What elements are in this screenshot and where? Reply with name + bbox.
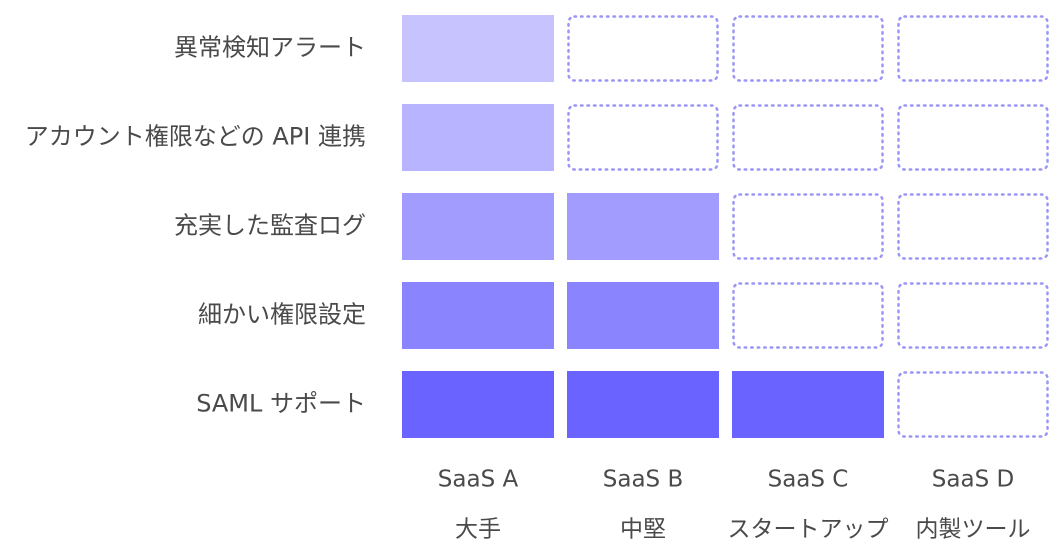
cell-unsupported (897, 282, 1049, 349)
cell-unsupported (732, 104, 884, 171)
column-sublabel: スタートアップ (728, 517, 889, 543)
column-label: SaaS B (603, 467, 683, 493)
column-sublabel: 中堅 (620, 517, 666, 543)
cell-unsupported (732, 15, 884, 82)
cell-unsupported (897, 193, 1049, 260)
row-label: SAML サポート (196, 390, 366, 418)
cell-supported (567, 193, 719, 260)
cell-unsupported (732, 282, 884, 349)
column-sublabel: 大手 (455, 517, 501, 543)
row-label: アカウント権限などの API 連携 (25, 123, 366, 151)
cell-unsupported (897, 15, 1049, 82)
cell-unsupported (732, 193, 884, 260)
row-label: 充実した監査ログ (174, 212, 366, 240)
cell-supported (567, 371, 719, 438)
cell-supported (402, 193, 554, 260)
cell-unsupported (567, 104, 719, 171)
cell-unsupported (567, 15, 719, 82)
cell-supported (567, 282, 719, 349)
cell-unsupported (897, 371, 1049, 438)
cell-grid (402, 15, 1049, 438)
row-label: 異常検知アラート (174, 34, 366, 62)
column-label: SaaS D (932, 467, 1014, 493)
column-label: SaaS A (438, 467, 519, 493)
column-sublabel: 内製ツール (916, 517, 1031, 543)
column-label: SaaS C (768, 467, 849, 493)
column-labels: SaaS A 大手 SaaS B 中堅 SaaS C スタートアップ SaaS D 内製ツール (438, 467, 1031, 543)
cell-supported (402, 104, 554, 171)
cell-supported (732, 371, 884, 438)
row-label: 細かい権限設定 (198, 301, 366, 329)
cell-supported (402, 371, 554, 438)
cell-supported (402, 282, 554, 349)
cell-unsupported (897, 104, 1049, 171)
cell-supported (402, 15, 554, 82)
